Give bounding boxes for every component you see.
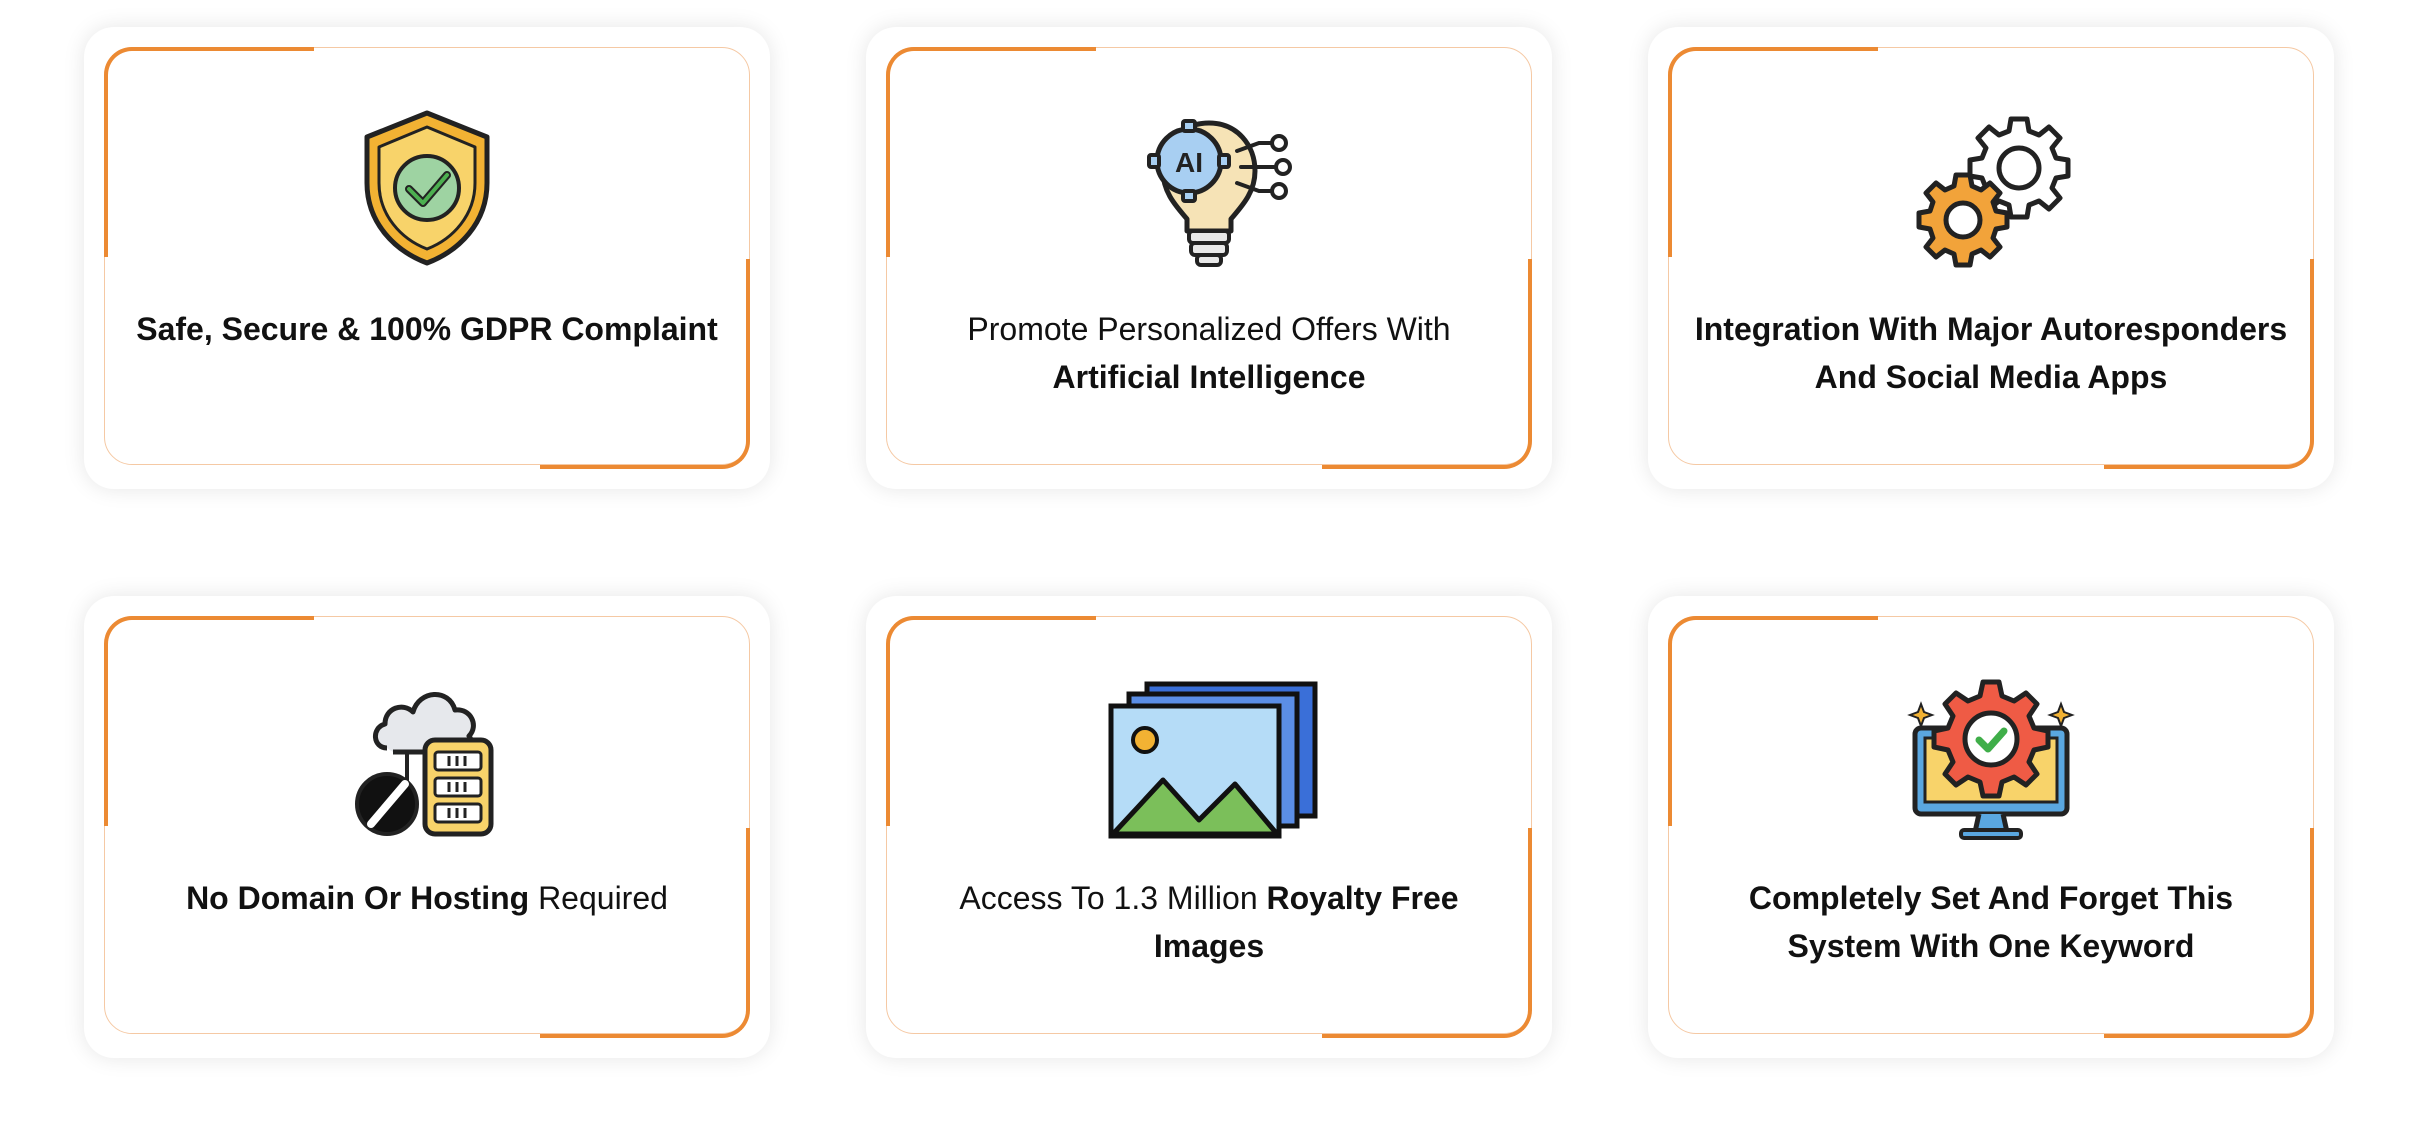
- feature-card-gdpr: Safe, Secure & 100% GDPR Complaint: [84, 27, 770, 489]
- feature-text-part: Integration With Major Autoresponders An…: [1694, 311, 2288, 395]
- card-accent-bottom-right: [1322, 259, 1532, 469]
- feature-text-part: Access To 1.3 Million: [959, 880, 1258, 916]
- feature-card-no-domain: No Domain Or Hosting Required: [84, 596, 770, 1058]
- card-accent-bottom-right: [540, 259, 750, 469]
- cloud-server-no-domain-icon: [337, 672, 517, 842]
- card-accent-top-left: [886, 47, 1096, 257]
- feature-text-part: Required: [538, 880, 668, 916]
- card-accent-bottom-right: [2104, 828, 2314, 1038]
- card-accent-top-left: [104, 47, 314, 257]
- gears-icon: [1901, 103, 2081, 273]
- feature-text: Completely Set And Forget This System Wi…: [1688, 874, 2294, 970]
- feature-text: Integration With Major Autoresponders An…: [1688, 305, 2294, 401]
- card-accent-bottom-right: [2104, 259, 2314, 469]
- card-accent-bottom-right: [1322, 828, 1532, 1038]
- card-accent-top-left: [1668, 616, 1878, 826]
- feature-card-ai: AI Promote Personalized Offers With Arti…: [866, 27, 1552, 489]
- feature-text-part: Royalty Free Images: [1153, 880, 1459, 964]
- feature-card-set-and-forget: Completely Set And Forget This System Wi…: [1648, 596, 2334, 1058]
- feature-text: No Domain Or Hosting Required: [124, 874, 730, 922]
- card-accent-top-left: [1668, 47, 1878, 257]
- feature-card-integration: Integration With Major Autoresponders An…: [1648, 27, 2334, 489]
- ai-icon-label: AI: [1175, 147, 1203, 178]
- feature-card-images: Access To 1.3 Million Royalty Free Image…: [866, 596, 1552, 1058]
- ai-lightbulb-icon: AI: [1119, 103, 1299, 273]
- feature-text-part: No Domain Or Hosting: [186, 880, 530, 916]
- shield-check-icon: [337, 103, 517, 273]
- monitor-gear-check-icon: [1901, 672, 2081, 842]
- feature-text-part: Safe, Secure & 100% GDPR Complaint: [136, 311, 718, 347]
- stacked-images-icon: [1099, 672, 1319, 842]
- feature-text-part: Artificial Intelligence: [1052, 359, 1366, 395]
- feature-text: Access To 1.3 Million Royalty Free Image…: [906, 874, 1512, 970]
- card-accent-top-left: [886, 616, 1096, 826]
- feature-text-part: Promote Personalized Offers With: [967, 311, 1451, 347]
- feature-text: Promote Personalized Offers With Artific…: [906, 305, 1512, 401]
- feature-text-part: Completely Set And Forget This System Wi…: [1748, 880, 2234, 964]
- card-accent-top-left: [104, 616, 314, 826]
- card-accent-bottom-right: [540, 828, 750, 1038]
- feature-text: Safe, Secure & 100% GDPR Complaint: [124, 305, 730, 353]
